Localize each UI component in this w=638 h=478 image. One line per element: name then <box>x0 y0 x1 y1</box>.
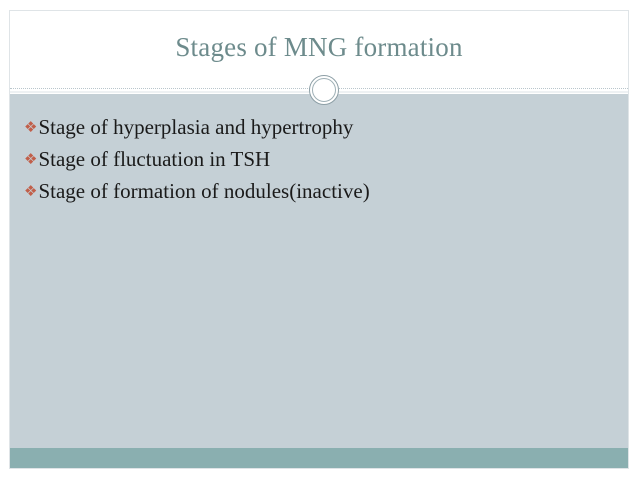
diamond-bullet-icon: ❖ <box>24 150 38 168</box>
bullet-list: ❖ Stage of hyperplasia and hypertrophy ❖… <box>24 111 614 207</box>
circle-ornament-icon <box>309 75 339 105</box>
list-item-label: Stage of hyperplasia and hypertrophy <box>38 115 354 139</box>
diamond-bullet-icon: ❖ <box>24 182 38 200</box>
list-item: ❖ Stage of fluctuation in TSH <box>24 143 614 175</box>
slide-body: ❖ Stage of hyperplasia and hypertrophy ❖… <box>10 94 628 448</box>
footer-accent-band <box>10 448 628 468</box>
list-item: ❖ Stage of formation of nodules(inactive… <box>24 175 614 207</box>
list-item-label: Stage of fluctuation in TSH <box>38 147 271 171</box>
list-item-label: Stage of formation of nodules(inactive) <box>38 179 370 203</box>
page-title: Stages of MNG formation <box>175 32 463 62</box>
slide: Stages of MNG formation ❖ Stage of hyper… <box>9 10 629 469</box>
list-item: ❖ Stage of hyperplasia and hypertrophy <box>24 111 614 143</box>
diamond-bullet-icon: ❖ <box>24 118 38 136</box>
